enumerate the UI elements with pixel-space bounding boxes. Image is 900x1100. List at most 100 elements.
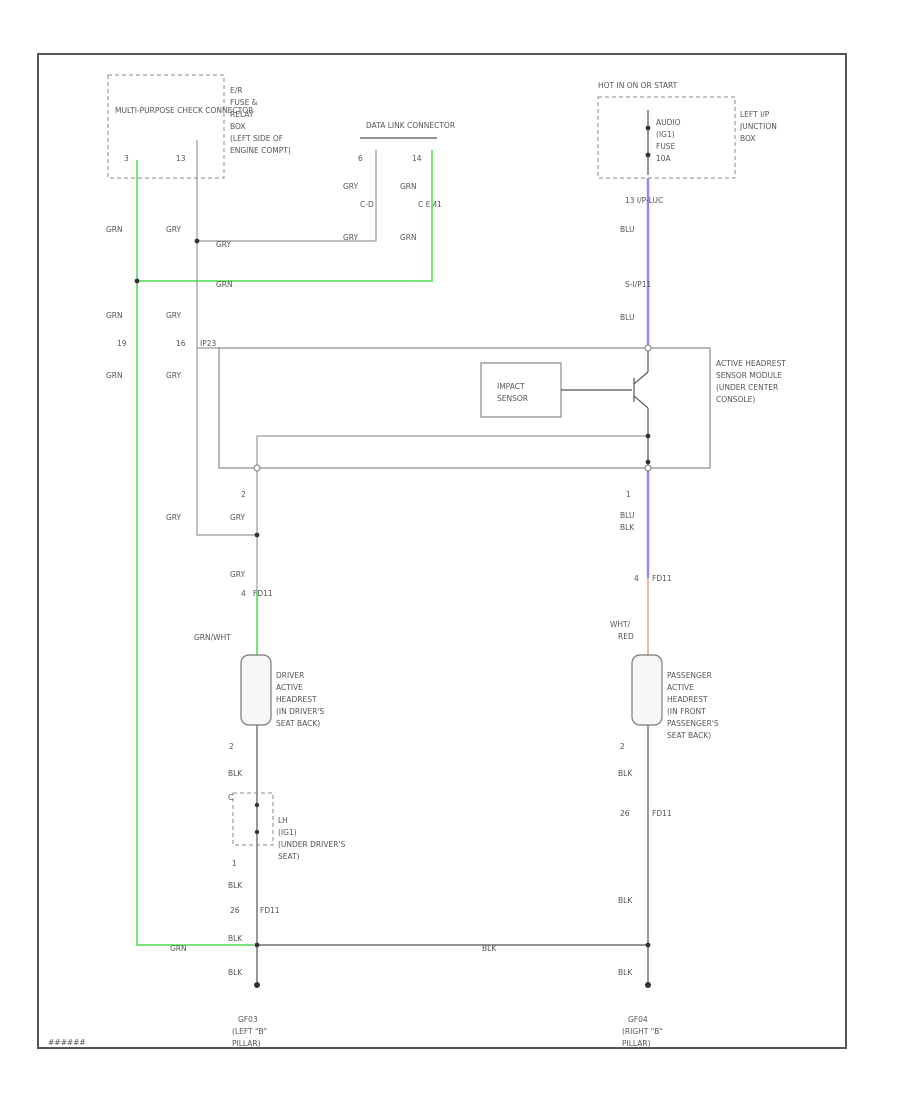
svg-text:IP23: IP23 [200,339,217,348]
mp-check-name: MULTI-PURPOSE CHECK CONNECTOR [115,106,253,115]
gry-wire-left [196,140,257,536]
svg-text:SEAT BACK): SEAT BACK) [667,731,711,740]
ground-right-label: GF04 (RIGHT "B" PILLAR) [622,1015,663,1048]
svg-text:GRY: GRY [166,311,182,320]
diagram-frame [37,53,847,1049]
svg-text:10A: 10A [656,154,672,163]
svg-text:SEAT): SEAT) [278,852,300,861]
svg-text:PILLAR): PILLAR) [622,1039,651,1048]
svg-text:GRY: GRY [216,240,232,249]
svg-text:(RIGHT "B": (RIGHT "B" [622,1027,663,1036]
buckle-node-bottom [254,829,260,835]
svg-text:1: 1 [232,859,237,868]
mp-pin-right: 13 [176,154,186,163]
svg-text:GRN: GRN [106,311,123,320]
svg-text:GRN: GRN [170,944,187,953]
junction-grn [134,278,140,284]
svg-text:RELAY: RELAY [230,110,254,119]
module-pin-top [644,344,652,352]
svg-text:FUSE: FUSE [656,142,676,151]
ground-left-label: GF03 (LEFT "B" PILLAR) [232,1015,267,1048]
grn-wire-left [136,160,254,946]
svg-text:2: 2 [229,742,234,751]
svg-text:GF04: GF04 [628,1015,648,1024]
buckle-switch-box [232,792,274,846]
svg-text:AUDIO: AUDIO [656,118,681,127]
svg-text:BOX: BOX [230,122,246,131]
svg-text:BLK: BLK [228,968,243,977]
svg-text:BLU: BLU [620,511,634,520]
svg-text:1: 1 [626,490,631,499]
svg-text:GRY: GRY [343,233,359,242]
impact-sensor-label-1: IMPACT [497,382,525,391]
data-link-connector-label: DATA LINK CONNECTOR [366,121,455,130]
module-node-1 [645,433,651,439]
svg-text:S-I/P11: S-I/P11 [625,280,652,289]
svg-text:(IN DRIVER'S: (IN DRIVER'S [276,707,324,716]
pin-labels: 13 I/P-LUC S-I/P11 19 16 IP23 2 1 4 FD11… [117,196,672,915]
svg-text:ACTIVE: ACTIVE [276,683,303,692]
svg-text:LEFT I/P: LEFT I/P [740,110,770,119]
svg-text:E/R: E/R [230,86,242,95]
svg-text:CONSOLE): CONSOLE) [716,395,755,404]
mp-check-connector-label: MULTI-PURPOSE CHECK CONNECTOR [115,106,253,115]
svg-text:PILLAR): PILLAR) [232,1039,261,1048]
svg-text:ENGINE COMPT): ENGINE COMPT) [230,146,291,155]
mp-check-connector-box [107,74,225,179]
wire-labels: GRN GRY GRY GRY GRY GRN GRN GRN GRN GRY … [106,182,635,977]
svg-text:BLK: BLK [228,881,243,890]
headrest-sensor-module [218,347,711,469]
grn-wire-top [137,150,433,282]
buckle-switch-label: LH (IG1) (UNDER DRIVER'S SEAT) [278,816,345,861]
svg-text:FUSE &: FUSE & [230,98,258,107]
svg-text:C: C [228,793,233,802]
junction-blk-left [254,942,260,948]
junction-box-label: LEFT I/P JUNCTION BOX [739,110,777,143]
svg-text:BLK: BLK [228,769,243,778]
module-label: ACTIVE HEADREST SENSOR MODULE (UNDER CEN… [716,359,786,404]
svg-text:FD11: FD11 [260,906,280,915]
dlc-pin-left: 6 [358,154,363,163]
svg-text:BLK: BLK [618,769,633,778]
svg-text:(IN FRONT: (IN FRONT [667,707,706,716]
svg-text:13 I/P-LUC: 13 I/P-LUC [625,196,663,205]
svg-text:BLU: BLU [620,313,634,322]
svg-text:LH: LH [278,816,288,825]
svg-text:(LEFT SIDE OF: (LEFT SIDE OF [230,134,283,143]
svg-text:26: 26 [620,809,630,818]
svg-text:GRN: GRN [400,233,417,242]
svg-text:ACTIVE: ACTIVE [667,683,694,692]
svg-text:(IG1): (IG1) [278,828,297,837]
svg-text:HEADREST: HEADREST [667,695,708,704]
corner-code: ###### [48,1038,86,1047]
fuse-node-bottom [645,152,651,158]
module-pin-bottom-left [253,464,261,472]
svg-text:PASSENGER'S: PASSENGER'S [667,719,719,728]
svg-text:GRY: GRY [166,225,182,234]
svg-text:BLK: BLK [618,896,633,905]
svg-text:RED: RED [618,632,634,641]
module-pin-bottom-right [644,464,652,472]
svg-text:GRY: GRY [166,371,182,380]
impact-sensor-label-2: SENSOR [497,394,528,403]
svg-text:FD11: FD11 [652,574,672,583]
fuse-node-top [645,125,651,131]
junction-gry [194,238,200,244]
svg-text:GRY: GRY [230,570,246,579]
svg-text:GRN: GRN [400,182,417,191]
svg-text:BLU: BLU [620,225,634,234]
svg-text:GRY: GRY [230,513,246,522]
mp-pin-left: 3 [124,154,129,163]
svg-text:FD11: FD11 [652,809,672,818]
module-node-2 [645,459,651,465]
dlc-conn-right: C EM1 [418,200,442,209]
svg-text:BOX: BOX [740,134,756,143]
svg-text:(IG1): (IG1) [656,130,675,139]
svg-text:(UNDER DRIVER'S: (UNDER DRIVER'S [278,840,345,849]
svg-text:WHT/: WHT/ [610,620,631,629]
svg-text:SENSOR MODULE: SENSOR MODULE [716,371,782,380]
svg-text:GF03: GF03 [238,1015,258,1024]
svg-text:4: 4 [634,574,639,583]
hot-in-label: HOT IN ON OR START [598,81,678,90]
